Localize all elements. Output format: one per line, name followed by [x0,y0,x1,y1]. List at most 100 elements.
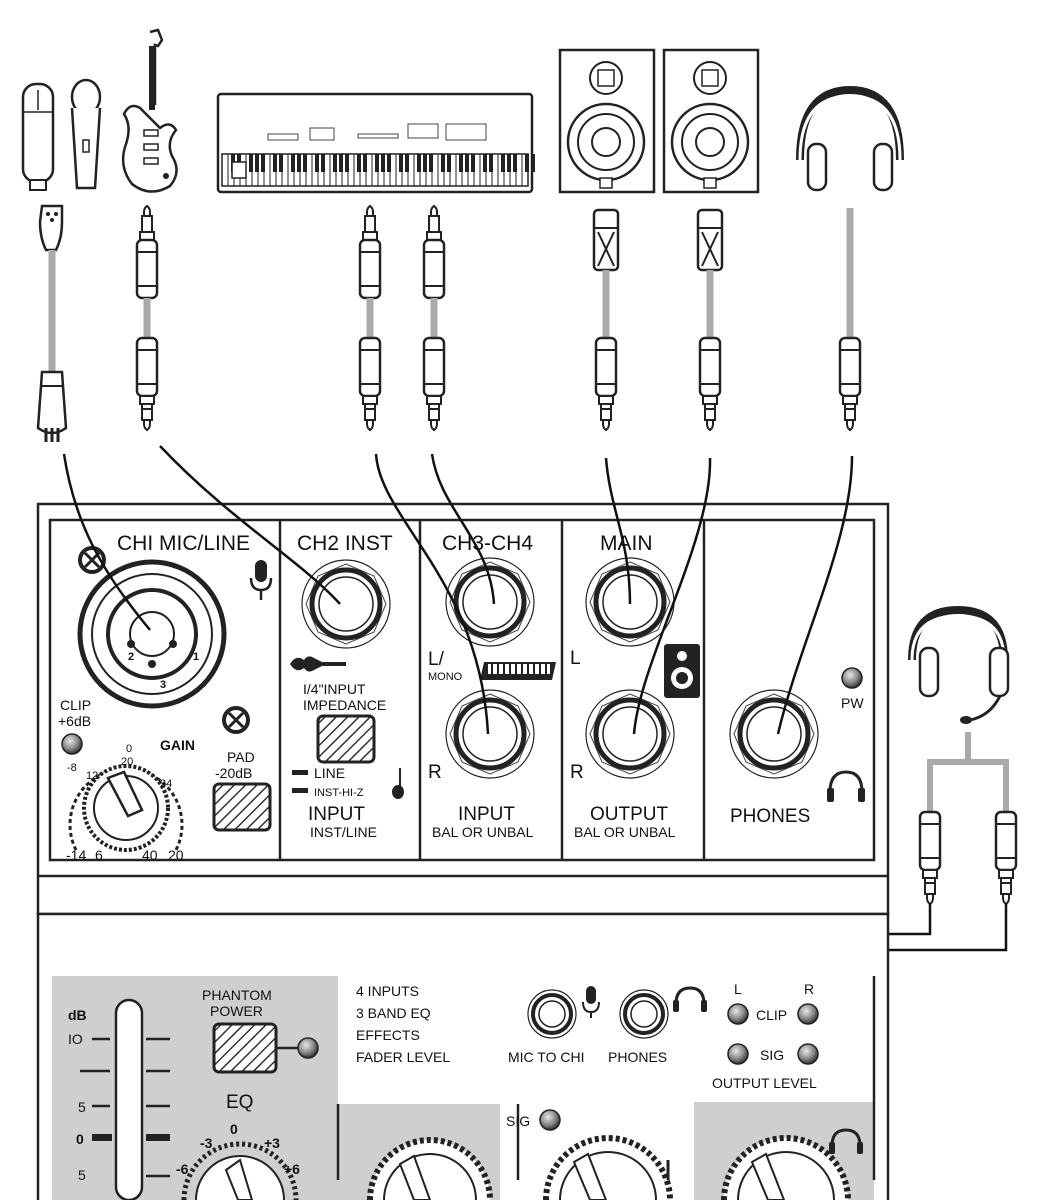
pad-value: -20dB [215,765,252,781]
mic-icon [249,560,273,600]
main-right-label: R [570,762,584,783]
ch34-right-label: R [428,762,442,783]
effects-knob[interactable] [543,1135,673,1200]
gain-tick-20b: 20 [168,847,184,863]
fader-slot[interactable] [114,998,144,1200]
ch2-footer-sub: INST/LINE [310,824,377,840]
keyboard-black-key [261,154,265,172]
xlr-combo-jack[interactable]: 2 1 3 [77,559,227,709]
main-footer-title: OUTPUT [590,804,669,825]
sig-meter-label: SIG [760,1047,784,1063]
keyboard-black-key [273,154,277,172]
keyboard-black-key [387,154,391,172]
impedance-line1: I/4"INPUT [303,681,366,697]
phones-level-knob[interactable] [721,1135,851,1200]
main-section: MAIN L R OUTPUT BAL OR UNBAL [570,532,700,840]
keyboard-black-key [507,154,511,172]
keyboard-black-key [417,154,421,172]
main-right-jack[interactable] [586,690,674,778]
mic-to-ch1-label: MIC TO CHI [508,1049,585,1065]
eq-tick-0: 0 [230,1121,238,1137]
meter-l-label: L [734,981,742,997]
keyboard-black-key [279,154,283,172]
feature-2: 3 BAND EQ [356,1005,431,1021]
keyboard-black-key [315,154,319,172]
keyboard-black-key [399,154,403,172]
pad-label: PAD [227,749,255,765]
screw-icon [222,706,250,734]
eq-knob[interactable] [181,1141,299,1200]
phones-footer-title: PHONES [730,806,810,827]
keyboard-black-key [291,154,295,172]
ch4-input-jack[interactable] [446,690,534,778]
front-phones-jack[interactable] [619,989,669,1039]
keyboard-black-key [459,154,463,172]
studio-monitor-right-icon [662,48,760,194]
feature-1: 4 INPUTS [356,983,419,999]
small-guitar-icon [392,768,404,799]
impedance-switch[interactable] [316,714,376,764]
ch2-title: CH2 INST [297,532,393,555]
ch34-footer-sub: BAL OR UNBAL [432,824,534,840]
keyboard-black-key [441,154,445,172]
power-led [841,667,863,689]
studio-monitor-left-icon [558,48,656,194]
phones-section: PW PHONES [730,667,865,827]
keyboard-black-key [297,154,301,172]
monitor-cable-right [696,208,724,432]
headset-icon [908,605,1010,724]
eq-tick-plus6: +6 [284,1161,300,1177]
keyboard-black-key [357,154,361,172]
headphone-symbol-icon [829,1128,863,1154]
phantom-led [297,1037,319,1059]
speaker-icon [664,644,700,698]
phantom-power-switch[interactable] [212,1022,278,1074]
main-footer-sub: BAL OR UNBAL [574,824,676,840]
gain-knob[interactable] [68,764,184,852]
ch2-footer-title: INPUT [308,804,365,825]
keyboard-black-key [381,154,385,172]
xlr-pin-1: 1 [193,651,199,663]
eq-tick-plus3: +3 [264,1135,280,1151]
sig-led-right [797,1043,819,1065]
front-phones-label: PHONES [608,1049,667,1065]
condenser-mic-icon [21,82,55,191]
pad-switch[interactable] [212,782,272,832]
gain-scale: 0 20 -8 12 24 -14 6 40 20 [66,743,184,863]
fader-unit: dB [68,1007,87,1023]
ch34-section: CH3-CH4 L/ MONO R INPUT BAL OR UNBAL [428,532,556,840]
clip-value: +6dB [58,713,91,729]
headphones-icon [796,85,904,192]
keyboard-black-key [405,154,409,172]
keyboard-black-key [345,154,349,172]
keyboard-black-key [471,154,475,172]
sig-small-label: SIG [506,1113,530,1129]
gain-tick-0: 0 [126,743,132,755]
ch2-input-jack[interactable] [302,560,390,648]
fader-tick-minus5: 5 [78,1167,86,1183]
keyboard-black-key [363,154,367,172]
gain-tick-minus8: -8 [67,762,77,774]
dynamic-mic-icon [70,78,102,190]
fader-tick-5: 5 [78,1099,86,1115]
gain-tick-minus14: -14 [66,847,86,863]
opt-line: LINE [314,765,345,781]
guitar-icon [290,656,346,672]
ch34-left-label: L/ [428,649,445,670]
phones-jack[interactable] [730,690,818,778]
ch3-input-jack[interactable] [446,558,534,646]
mic-icon [582,986,600,1018]
keyboard-synth-icon [216,92,535,194]
channel-knob[interactable] [367,1137,493,1200]
gain-tick-40: 40 [142,847,158,863]
guitar-cable [135,204,159,432]
keyboard-cable-right [422,204,446,432]
keyboard-black-key [489,154,493,172]
gain-tick-12: 12 [86,770,98,782]
mic-to-ch1-jack[interactable] [527,989,577,1039]
keyboard-black-key [531,154,535,172]
keyboard-black-key [333,154,337,172]
ch34-mono-label: MONO [428,671,463,683]
